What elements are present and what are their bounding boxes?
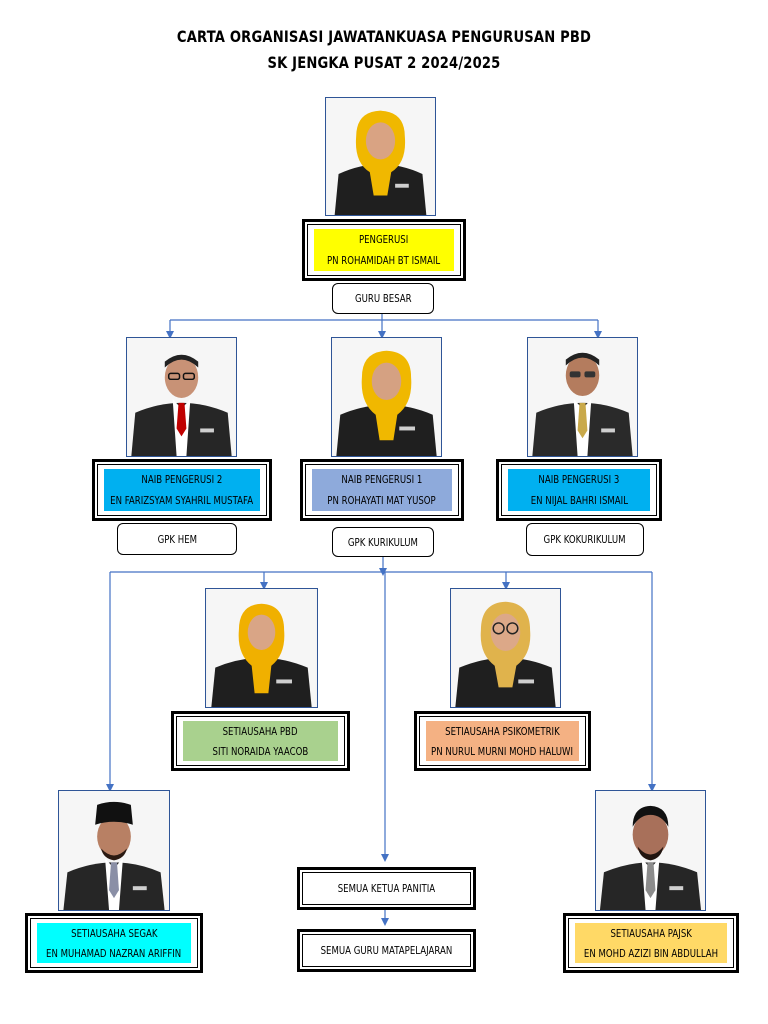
naib-2-label-fill: NAIB PENGERUSI 2 EN FARIZSYAM SYAHRIL MU… [104, 469, 260, 511]
guru-matapelajaran-box: SEMUA GURU MATAPELAJARAN [297, 929, 476, 972]
setiausaha-segak-box: SETIAUSAHA SEGAK EN MUHAMAD NAZRAN ARIFF… [25, 913, 203, 973]
man-gold-tie-portrait-icon [528, 338, 637, 456]
ketua-panitia-box: SEMUA KETUA PANITIA [297, 867, 476, 910]
naib-1-role: NAIB PENGERUSI 1 [341, 473, 423, 486]
naib-2-position: GPK HEM [157, 532, 197, 546]
setiausaha-pbd-name: SITI NORAIDA YAACOB [212, 744, 309, 758]
pengerusi-photo [325, 97, 436, 216]
setiausaha-pbd-label-fill: SETIAUSAHA PBD SITI NORAIDA YAACOB [183, 721, 338, 761]
woman-hijab-yellow-portrait-icon [332, 338, 441, 456]
pengerusi-label-fill: PENGERUSI PN ROHAMIDAH BT ISMAIL [314, 229, 454, 271]
setiausaha-pajsk-photo [595, 790, 706, 911]
naib-2-name: EN FARIZSYAM SYAHRIL MUSTAFA [110, 494, 254, 507]
man-songkok-portrait-icon [59, 791, 169, 910]
naib-3-box: NAIB PENGERUSI 3 EN NIJAL BAHRI ISMAIL [496, 459, 662, 521]
setiausaha-pajsk-role: SETIAUSAHA PAJSK [610, 926, 692, 940]
setiausaha-pajsk-box: SETIAUSAHA PAJSK EN MOHD AZIZI BIN ABDUL… [563, 913, 739, 973]
naib-3-name: EN NIJAL BAHRI ISMAIL [530, 494, 628, 507]
pengerusi-role: PENGERUSI [359, 233, 409, 246]
setiausaha-pajsk-label-fill: SETIAUSAHA PAJSK EN MOHD AZIZI BIN ABDUL… [575, 923, 727, 963]
chart-title-line-2: SK JENGKA PUSAT 2 2024/2025 [267, 53, 501, 72]
naib-3-role: NAIB PENGERUSI 3 [538, 473, 620, 486]
setiausaha-pbd-box: SETIAUSAHA PBD SITI NORAIDA YAACOB [171, 711, 350, 771]
setiausaha-psikometrik-photo [450, 588, 561, 708]
naib-3-position: GPK KOKURIKULUM [544, 533, 626, 546]
man-portrait-icon [596, 791, 705, 910]
naib-1-name: PN ROHAYATI MAT YUSOP [327, 494, 437, 507]
setiausaha-segak-photo [58, 790, 170, 911]
naib-1-position: GPK KURIKULUM [347, 535, 419, 549]
naib-1-position-box: GPK KURIKULUM [332, 527, 434, 557]
pengerusi-box: PENGERUSI PN ROHAMIDAH BT ISMAIL [302, 219, 466, 281]
setiausaha-psikometrik-box: SETIAUSAHA PSIKOMETRIK PN NURUL MURNI MO… [414, 711, 591, 771]
chart-title-line-1: CARTA ORGANISASI JAWATANKUASA PENGURUSAN… [176, 27, 592, 46]
woman-hijab-yellow-portrait-icon [207, 589, 316, 707]
setiausaha-psikometrik-role: SETIAUSAHA PSIKOMETRIK [445, 724, 560, 738]
naib-2-box: NAIB PENGERUSI 2 EN FARIZSYAM SYAHRIL MU… [92, 459, 272, 521]
naib-1-box: NAIB PENGERUSI 1 PN ROHAYATI MAT YUSOP [300, 459, 464, 521]
setiausaha-pbd-photo [205, 588, 318, 708]
pengerusi-position: GURU BESAR [354, 292, 412, 305]
setiausaha-segak-label-fill: SETIAUSAHA SEGAK EN MUHAMAD NAZRAN ARIFF… [37, 923, 191, 963]
naib-2-role: NAIB PENGERUSI 2 [141, 473, 223, 486]
naib-1-photo [331, 337, 442, 457]
naib-2-position-box: GPK HEM [117, 523, 237, 555]
naib-3-photo [527, 337, 638, 457]
naib-3-label-fill: NAIB PENGERUSI 3 EN NIJAL BAHRI ISMAIL [508, 469, 650, 511]
naib-3-position-box: GPK KOKURIKULUM [526, 523, 644, 556]
woman-hijab-glasses-portrait-icon [451, 589, 560, 707]
setiausaha-psikometrik-name: PN NURUL MURNI MOHD HALUWI [431, 744, 574, 758]
naib-1-label-fill: NAIB PENGERUSI 1 PN ROHAYATI MAT YUSOP [312, 469, 452, 511]
setiausaha-pajsk-name: EN MOHD AZIZI BIN ABDULLAH [583, 946, 719, 960]
man-red-tie-portrait-icon [127, 338, 236, 456]
naib-2-photo [126, 337, 237, 457]
woman-hijab-yellow-portrait-icon [326, 98, 435, 215]
ketua-panitia-label: SEMUA KETUA PANITIA [337, 882, 436, 895]
pengerusi-name: PN ROHAMIDAH BT ISMAIL [327, 254, 441, 267]
setiausaha-psikometrik-label-fill: SETIAUSAHA PSIKOMETRIK PN NURUL MURNI MO… [426, 721, 579, 761]
setiausaha-pbd-role: SETIAUSAHA PBD [222, 724, 298, 738]
setiausaha-segak-role: SETIAUSAHA SEGAK [70, 926, 158, 940]
setiausaha-segak-name: EN MUHAMAD NAZRAN ARIFFIN [46, 946, 182, 960]
guru-matapelajaran-label: SEMUA GURU MATAPELAJARAN [320, 944, 453, 957]
pengerusi-position-box: GURU BESAR [332, 283, 434, 314]
